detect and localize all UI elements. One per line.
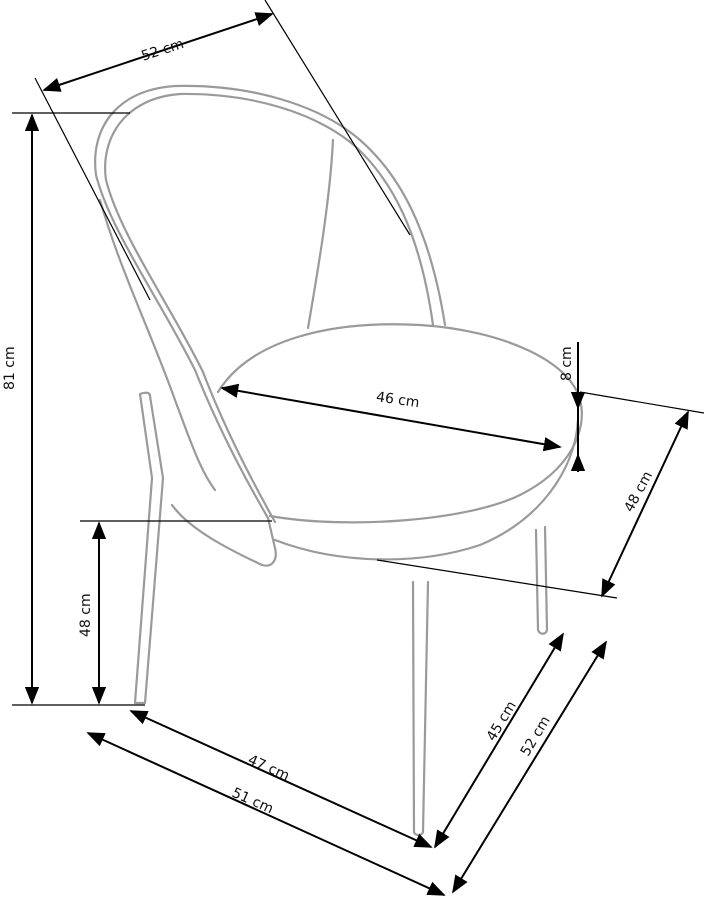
label-seat-height: 48 cm (78, 593, 94, 637)
seat-back-flap (170, 503, 277, 567)
backrest-panel (306, 138, 335, 330)
label-overall-width: 51 cm (229, 785, 275, 817)
backrest-left-rib (98, 198, 217, 492)
seat-bottom (273, 418, 580, 561)
leg-rear-left (133, 391, 165, 705)
label-seat-thickness: 8 cm (559, 346, 575, 381)
label-total-height: 81 cm (2, 346, 18, 390)
leg-front-left (411, 580, 430, 837)
label-back-width: 52 cm (139, 36, 185, 65)
backrest-outer (94, 84, 447, 520)
seat-top (216, 323, 583, 524)
leg-rear-right (534, 525, 549, 635)
backrest-inner (104, 92, 435, 524)
label-seat-width: 46 cm (375, 389, 420, 411)
label-leg-span-width: 47 cm (245, 752, 291, 784)
dimension-lines (12, 0, 704, 896)
